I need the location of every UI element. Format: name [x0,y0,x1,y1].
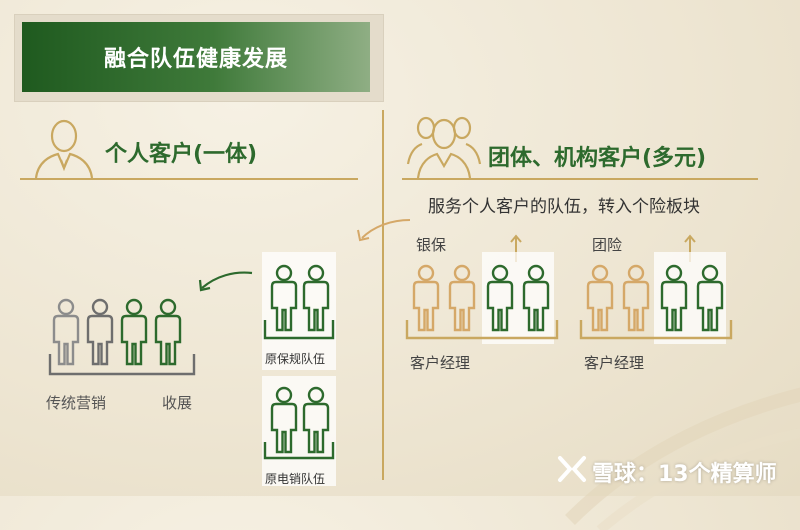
bancassurance-people-icon [405,264,559,340]
group-insurance-caption: 客户经理 [584,354,645,372]
single-person-icon [34,119,94,179]
title-banner: 融合队伍健康发展 [22,22,370,92]
snowball-logo-icon [558,456,586,482]
collection-label: 收展 [162,394,193,412]
center-divider [382,110,384,480]
group-insurance-people-icon [579,264,733,340]
telesales-team-label: 原电销队伍 [265,472,326,486]
group-insurance-label: 团险 [592,236,623,254]
traditional-sales-label: 传统营销 [46,394,107,412]
right-heading-underline [402,178,758,180]
transfer-arrow-icon [357,219,411,242]
page-title: 融合队伍健康发展 [103,47,288,72]
left-heading: 个人客户(一体) [105,142,258,167]
bancassurance-label: 银保 [416,236,447,254]
watermark-text: 雪球：13个精算师 [592,462,777,487]
group-of-people-icon [48,298,196,376]
original-team-people-icon [263,264,335,340]
original-team-label: 原保规队伍 [265,352,326,366]
merge-arrow-icon [198,271,253,292]
left-heading-underline [20,178,358,180]
right-subtitle: 服务个人客户的队伍，转入个险板块 [428,197,700,217]
bancassurance-caption: 客户经理 [410,354,471,372]
right-heading: 团体、机构客户(多元) [488,146,707,171]
telesales-team-people-icon [263,386,335,460]
group-people-icon [406,116,482,179]
traditional-sales-group [48,298,198,382]
